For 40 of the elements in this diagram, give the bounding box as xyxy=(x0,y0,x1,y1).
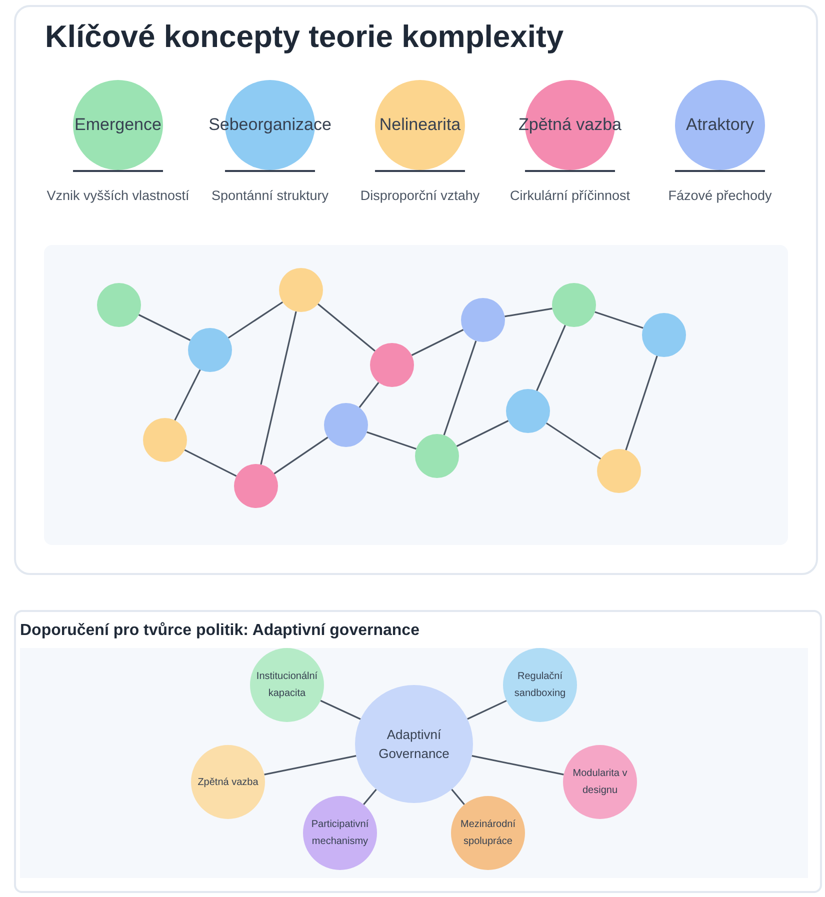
concept-description: Fázové přechody xyxy=(667,187,773,205)
concept-label: Emergence xyxy=(74,114,162,136)
connector-line xyxy=(317,303,376,352)
connector-line xyxy=(260,311,297,465)
connector-line xyxy=(138,314,191,341)
connector-line xyxy=(443,340,477,436)
connector-line xyxy=(358,382,380,408)
section-heading: Doporučení pro tvůrce politik: Adaptivní governance xyxy=(20,621,420,641)
circle-label: Institucionální kapacita xyxy=(255,670,319,701)
concept-description: Spontánní struktury xyxy=(210,187,330,205)
connector-line xyxy=(467,700,507,720)
circle-label: Zpětná vazba xyxy=(196,776,260,790)
connector-line xyxy=(456,420,509,447)
connector-line xyxy=(264,755,356,776)
circle-label: Regulační sandboxing xyxy=(513,670,567,701)
connector-line xyxy=(411,329,464,356)
connector-line xyxy=(274,436,328,474)
concept-description: Disproporční vztahy xyxy=(359,187,481,205)
connector-line xyxy=(320,700,361,720)
connector-line xyxy=(451,788,465,806)
connector-line xyxy=(546,422,602,460)
circle-label: Adaptivní Governance xyxy=(378,726,450,763)
title: Klíčové koncepty teorie komplexity xyxy=(45,18,564,56)
circle-label: Mezinárodní spolupráce xyxy=(459,818,517,849)
connector-line xyxy=(594,311,644,329)
connector-line xyxy=(536,324,566,392)
circle-label: Modularita v designu xyxy=(572,767,628,798)
connector-line xyxy=(472,755,564,776)
connector-line xyxy=(504,308,552,318)
connector-line xyxy=(363,788,377,806)
connector-line xyxy=(174,369,201,421)
concept-label: Nelinearita xyxy=(379,114,461,136)
concept-description: Cirkulární příčinnost xyxy=(508,187,632,205)
circle-label: Participativní mechanismy xyxy=(310,818,370,849)
concept-description: Vznik vyšších vlastností xyxy=(46,187,190,205)
connector-line xyxy=(228,301,284,339)
connector-line xyxy=(184,449,237,477)
connector-line xyxy=(366,431,416,450)
concept-label: Atraktory xyxy=(686,114,754,136)
connector-line xyxy=(625,356,658,450)
